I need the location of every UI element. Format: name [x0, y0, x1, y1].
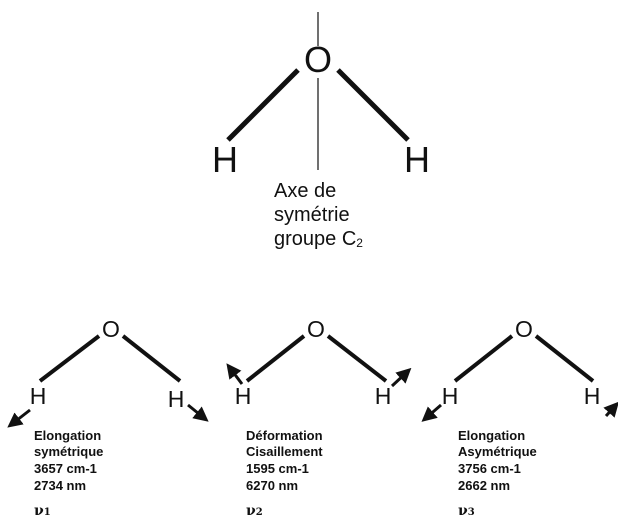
mode3-name-line1: Elongation: [458, 428, 525, 443]
mode1-hydrogen-left: H: [30, 383, 47, 409]
axis-label-line2: symétrie: [274, 204, 350, 226]
mode3-oxygen: O: [515, 316, 533, 342]
mode2-bond-left: [245, 334, 306, 383]
mode1-arrow-left: [7, 408, 31, 428]
mode1-index: 1: [44, 507, 51, 518]
mode1-arrow-right: [187, 403, 209, 422]
mode3-bond-right: [534, 334, 595, 383]
mode2-wavelength: 6270 nm: [246, 478, 298, 493]
mode1-hydrogen-right: H: [168, 386, 185, 412]
mode2-symbol: ν2: [246, 503, 263, 519]
mode2-name-line1: Déformation: [246, 428, 323, 443]
mode1-nu: ν: [34, 503, 44, 519]
bond-left: [226, 68, 300, 142]
mode2-nu: ν: [246, 503, 256, 519]
axis-label-subscript: 2: [356, 236, 363, 250]
mode2-index: 2: [256, 507, 263, 518]
mode2-name-line2: Cisaillement: [246, 444, 323, 459]
bond-right: [336, 68, 410, 142]
mode3-arrow-right: [603, 401, 618, 418]
main-water-molecule: O H H: [212, 12, 430, 180]
axis-label-line3: groupe C2: [274, 228, 363, 250]
mode3-name-line2: Asymétrique: [458, 444, 537, 459]
mode1-wavenumber: 3657 cm-1: [34, 461, 97, 476]
mode1-name-line1: Elongation: [34, 428, 101, 443]
mode3-hydrogen-right: H: [584, 383, 601, 409]
mode-asymmetric-stretch: O H H Elongation Asymétrique 3756 cm-1 2…: [421, 316, 618, 519]
mode3-wavenumber: 3756 cm-1: [458, 461, 521, 476]
hydrogen-left-atom: H: [212, 139, 238, 180]
mode2-oxygen: O: [307, 316, 325, 342]
mode2-hydrogen-right: H: [375, 383, 392, 409]
mode1-wavelength: 2734 nm: [34, 478, 86, 493]
axis-label-group: groupe C: [274, 228, 356, 250]
mode2-hydrogen-left: H: [235, 383, 252, 409]
mode3-hydrogen-left: H: [442, 383, 459, 409]
mode2-arrow-right: [390, 367, 412, 388]
mode-symmetric-stretch: O H H Elongation symétrique 3657 cm-1 27…: [7, 316, 209, 519]
mode1-oxygen: O: [102, 316, 120, 342]
mode3-symbol: ν3: [458, 503, 475, 519]
oxygen-atom: O: [304, 39, 332, 80]
axis-label-line1: Axe de: [274, 180, 336, 202]
mode3-arrow-left: [421, 403, 442, 422]
mode3-nu: ν: [458, 503, 468, 519]
mode-bending: O H H Déformation Cisaillement 1595 cm-1…: [226, 316, 412, 519]
mode2-wavenumber: 1595 cm-1: [246, 461, 309, 476]
hydrogen-right-atom: H: [404, 139, 430, 180]
mode1-symbol: ν1: [34, 503, 51, 519]
mode3-index: 3: [468, 507, 475, 518]
mode2-arrow-left: [226, 363, 244, 385]
mode1-bond-right: [121, 334, 182, 383]
mode1-name-line2: symétrique: [34, 444, 103, 459]
mode3-wavelength: 2662 nm: [458, 478, 510, 493]
mode2-bond-right: [326, 334, 388, 383]
symmetry-axis-label: Axe de symétrie groupe C2: [274, 180, 363, 250]
mode3-bond-left: [453, 334, 514, 383]
mode1-bond-left: [38, 334, 101, 383]
